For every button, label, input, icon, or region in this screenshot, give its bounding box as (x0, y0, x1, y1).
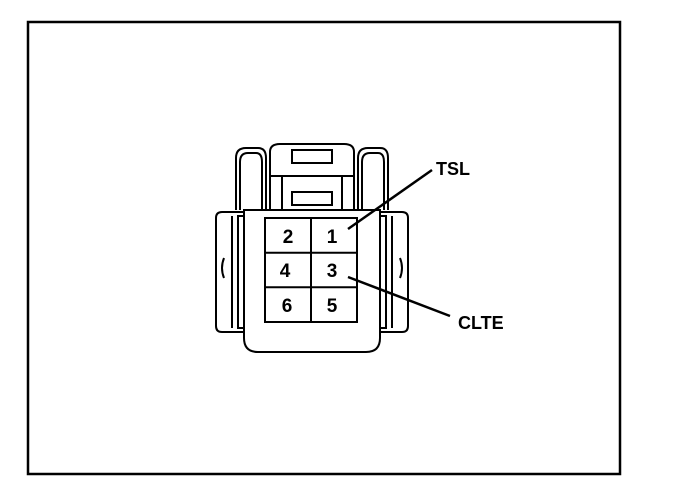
right-side-rail (380, 211, 409, 333)
pin-2-label: 2 (283, 227, 294, 248)
tsl-leader-line (347, 168, 433, 231)
clte-leader-line (347, 275, 451, 318)
pin-4-label: 4 (280, 261, 291, 282)
left-side-rail (215, 211, 244, 333)
housing-body (243, 209, 381, 353)
connector-housing (215, 143, 409, 353)
pin-3-label: 3 (327, 261, 338, 282)
right-top-tab (357, 147, 389, 210)
clte-label: CLTE (458, 313, 504, 333)
pin-5-label: 5 (327, 296, 338, 317)
left-top-tab (235, 147, 267, 210)
diagram-frame (26, 20, 622, 476)
center-latch (269, 143, 355, 210)
pin-6-label: 6 (282, 296, 293, 317)
pin-grid (264, 217, 358, 323)
tsl-label: TSL (436, 159, 470, 179)
pin-1-label: 1 (327, 227, 338, 248)
